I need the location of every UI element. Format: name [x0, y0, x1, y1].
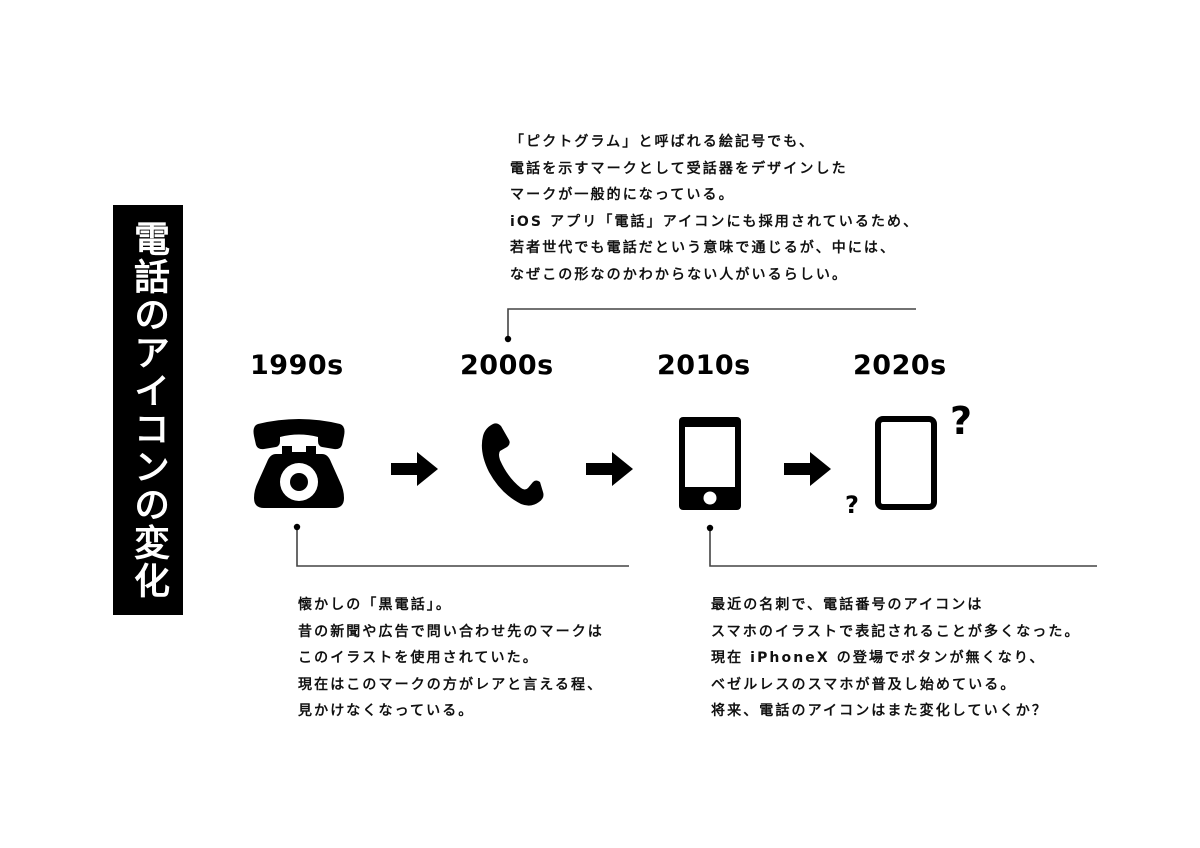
- note-line: マークが一般的になっている。: [510, 187, 735, 203]
- arrow-right-icon: [784, 452, 831, 486]
- connector-black-phone: [293, 523, 629, 567]
- note-line: 見かけなくなっている。: [298, 703, 475, 719]
- note-pictogram: 「ピクトグラム」と呼ばれる絵記号でも、 電話を示すマークとして受話器をデザインし…: [510, 129, 919, 288]
- decade-label-2000s: 2000s: [460, 350, 554, 381]
- note-line: スマホのイラストで表記されることが多くなった。: [711, 623, 1081, 640]
- note-line: 懐かしの「黒電話」。: [298, 597, 452, 613]
- connector-smartphone: [706, 524, 1097, 567]
- smartphone-with-home-button-icon: [679, 417, 741, 510]
- decade-label-1990s: 1990s: [250, 350, 344, 381]
- note-line: 若者世代でも電話だという意味で通じるが、中には、: [510, 240, 897, 256]
- note-line: 現在 iPhoneX の登場でボタンが無くなり、: [711, 650, 1046, 666]
- note-black-phone: 懐かしの「黒電話」。 昔の新聞や広告で問い合わせ先のマークは このイラストを使用…: [298, 592, 604, 725]
- note-line: なぜこの形なのかわからない人がいるらしい。: [510, 266, 849, 283]
- decade-label-2020s: 2020s: [853, 350, 947, 381]
- note-line: 最近の名刺で、電話番号のアイコンは: [711, 597, 984, 613]
- connector-pictogram: [504, 308, 916, 343]
- note-line: iOS アプリ「電話」アイコンにも採用されているため、: [510, 213, 920, 230]
- note-line: 電話を示すマークとして受話器をデザインした: [510, 160, 848, 177]
- note-smartphone: 最近の名刺で、電話番号のアイコンは スマホのイラストで表記されることが多くなった…: [711, 592, 1081, 725]
- note-line: ベゼルレスのスマホが普及し始めている。: [711, 676, 1017, 693]
- rotary-phone-icon: [253, 419, 345, 508]
- bezel-less-smartphone-icon: [875, 416, 937, 510]
- note-line: 昔の新聞や広告で問い合わせ先のマークは: [298, 623, 604, 640]
- question-mark-small-icon: ?: [845, 491, 859, 519]
- phone-handset-icon: [481, 423, 544, 506]
- note-line: 現在はこのマークの方がレアと言える程、: [298, 676, 604, 693]
- arrow-right-icon: [391, 452, 438, 486]
- note-line: 「ピクトグラム」と呼ばれる絵記号でも、: [510, 134, 816, 150]
- decade-label-2010s: 2010s: [657, 350, 751, 381]
- title-bar: 電話のアイコンの変化: [113, 205, 183, 615]
- page-title: 電話のアイコンの変化: [128, 220, 169, 600]
- note-line: 将来、電話のアイコンはまた変化していくか？: [711, 703, 1048, 719]
- arrow-right-icon: [586, 452, 633, 486]
- question-mark-large-icon: ?: [950, 399, 973, 443]
- note-line: このイラストを使用されていた。: [298, 650, 539, 666]
